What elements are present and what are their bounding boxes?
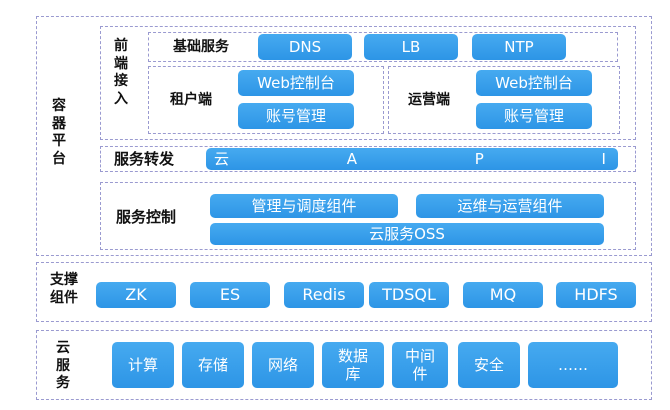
basic-services-row bbox=[148, 32, 618, 62]
container-platform-label-char-2: 器 bbox=[52, 115, 66, 132]
api-letter-2: A bbox=[346, 149, 358, 168]
mgmt-scheduling-block: 管理与调度组件 bbox=[210, 194, 398, 218]
cloud-services-label-char-1: 云 bbox=[56, 340, 70, 356]
container-platform-label-char-1: 容 bbox=[52, 98, 66, 114]
mq-block: MQ bbox=[463, 282, 543, 308]
container-platform-label-char-3: 平 bbox=[52, 133, 66, 149]
cloud-services-label-char-3: 务 bbox=[56, 375, 70, 391]
service-forwarding-label: 服务转发 bbox=[114, 150, 175, 168]
ntp-block: NTP bbox=[472, 34, 566, 60]
container-platform-label-char-4: 台 bbox=[52, 150, 66, 167]
security-block: 安全 bbox=[458, 342, 520, 388]
front-access-label: 前端接入 bbox=[114, 38, 128, 108]
tenant-side-box bbox=[148, 66, 384, 134]
lb-block: LB bbox=[364, 34, 458, 60]
front-access-label-char-2: 端 bbox=[114, 55, 128, 72]
tenant-side-label: 租户端 bbox=[170, 92, 212, 108]
ops-account-mgmt-block: 账号管理 bbox=[476, 103, 592, 129]
cloud-services-label: 云服务 bbox=[56, 340, 70, 393]
redis-block: Redis bbox=[284, 282, 364, 308]
database-block: 数据库 bbox=[322, 342, 384, 388]
es-block: ES bbox=[190, 282, 270, 308]
ops-operation-block: 运维与运营组件 bbox=[416, 194, 604, 218]
support-components-section bbox=[36, 262, 652, 322]
zk-block: ZK bbox=[96, 282, 176, 308]
front-access-label-char-1: 前 bbox=[114, 38, 128, 54]
api-letter-3: P bbox=[474, 149, 484, 168]
service-forwarding-row bbox=[100, 146, 636, 172]
front-access-section bbox=[100, 26, 636, 140]
network-block: 网络 bbox=[252, 342, 314, 388]
storage-block: 存储 bbox=[182, 342, 244, 388]
container-platform-section bbox=[36, 16, 652, 256]
api-letter-1: 云 bbox=[214, 149, 230, 168]
cloud-oss-block: 云服务OSS bbox=[210, 223, 604, 245]
support-components-label-line-2: 组件 bbox=[50, 289, 78, 306]
tdsql-block: TDSQL bbox=[369, 282, 449, 308]
basic-services-label: 基础服务 bbox=[173, 39, 229, 55]
compute-block: 计算 bbox=[112, 342, 174, 388]
ops-side-box bbox=[388, 66, 620, 134]
cloud-services-label-char-2: 服 bbox=[56, 357, 70, 374]
front-access-label-char-3: 接 bbox=[114, 73, 128, 89]
ops-side-label: 运营端 bbox=[408, 92, 450, 108]
dns-block: DNS bbox=[258, 34, 352, 60]
support-components-label-line-1: 支撑 bbox=[50, 272, 78, 288]
support-components-label: 支撑组件 bbox=[50, 272, 78, 307]
front-access-label-char-4: 入 bbox=[114, 90, 128, 107]
tenant-web-console-block: Web控制台 bbox=[238, 70, 354, 96]
tenant-account-mgmt-block: 账号管理 bbox=[238, 103, 354, 129]
service-control-box bbox=[100, 182, 636, 250]
api-letter-4: I bbox=[601, 149, 606, 168]
cloud-services-section bbox=[36, 330, 652, 400]
ops-web-console-block: Web控制台 bbox=[476, 70, 592, 96]
cloud-api-bar: 云 A P I bbox=[206, 148, 618, 170]
middleware-block: 中间件 bbox=[392, 342, 448, 388]
service-control-label: 服务控制 bbox=[116, 208, 177, 226]
more-block: …… bbox=[528, 342, 618, 388]
hdfs-block: HDFS bbox=[556, 282, 636, 308]
container-platform-label: 容器平台 bbox=[52, 98, 66, 168]
